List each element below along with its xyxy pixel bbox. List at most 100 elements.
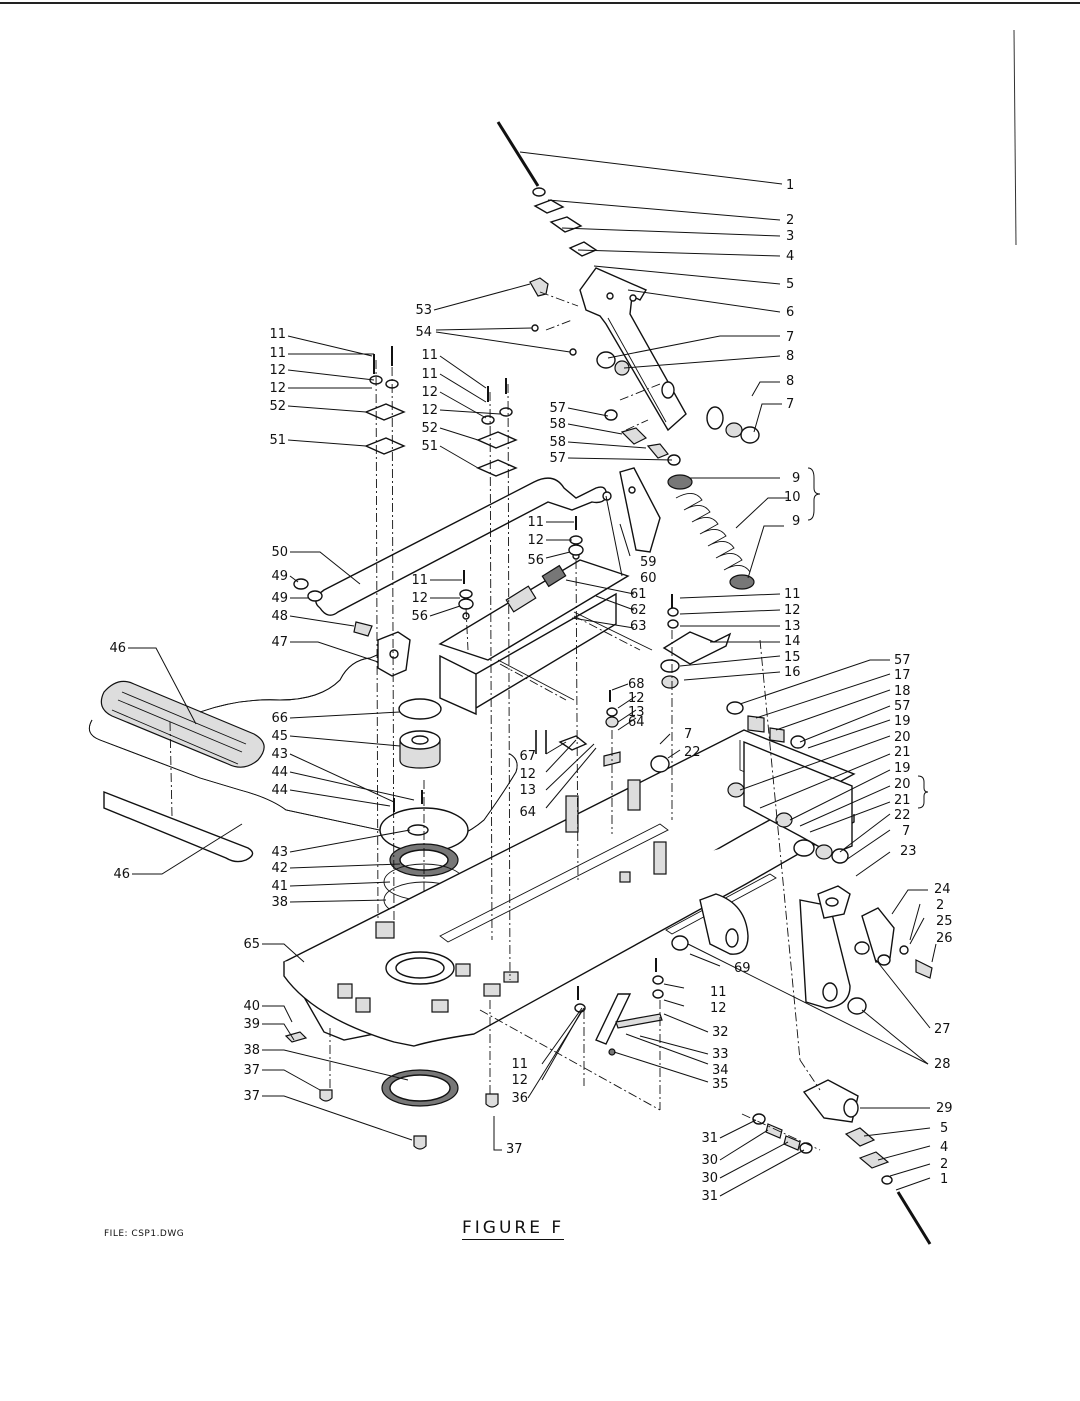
- part-callout-label: 18: [894, 684, 911, 699]
- washer-part: [532, 187, 546, 197]
- file-name-note: FILE: CSP1.DWG: [104, 1229, 185, 1239]
- part-callout-label: 32: [712, 1025, 729, 1040]
- callouts-left: 5354111112125251111112125251575858571112…: [109, 303, 566, 1104]
- clip-ring-part: [398, 698, 442, 720]
- part-callout-label: 52: [269, 399, 286, 414]
- part-callout-label: 12: [269, 363, 286, 378]
- part-callout-label: 57: [549, 451, 566, 466]
- bracket-part: [568, 241, 598, 257]
- part-callout-label: 12: [411, 591, 428, 606]
- part-callout-label: 51: [421, 439, 438, 454]
- part-callout-label: 14: [784, 634, 801, 649]
- part-callout-label: 3: [786, 229, 794, 244]
- part-callout-label: 25: [936, 914, 953, 929]
- guide-part: [103, 790, 254, 863]
- figure-title: FIGURE F: [462, 1218, 565, 1240]
- part-callout-label: 1: [786, 178, 794, 193]
- part-callout-label: 47: [271, 635, 288, 650]
- part-callout-label: 49: [271, 591, 288, 606]
- part-callout-label: 52: [421, 421, 438, 436]
- brace-mark: [917, 775, 929, 809]
- part-callout-label: 16: [784, 665, 801, 680]
- right-edge-mark: [1013, 29, 1017, 246]
- part-callout-label: 37: [243, 1089, 260, 1104]
- brace-mark: [807, 467, 821, 521]
- part-callout-label: 22: [894, 808, 911, 823]
- part-callout-label: 10: [784, 490, 801, 505]
- part-callout-label: 31: [701, 1189, 718, 1204]
- part-callout-label: 9: [792, 514, 800, 529]
- part-callout-label: 46: [113, 867, 130, 882]
- part-callout-label: 30: [701, 1153, 718, 1168]
- part-callout-label: 64: [519, 805, 536, 820]
- part-callout-label: 35: [712, 1077, 729, 1092]
- part-callout-label: 60: [640, 571, 657, 586]
- switch-plate-part: [438, 559, 630, 661]
- block-part: [549, 216, 583, 233]
- part-callout-label: 20: [894, 777, 911, 792]
- part-callout-label: 46: [109, 641, 126, 656]
- part-callout-label: 19: [894, 714, 911, 729]
- callouts-middle: 5960616263681213647226712136469111232333…: [506, 555, 751, 1204]
- part-callout-label: 40: [243, 999, 260, 1014]
- part-callout-label: 53: [415, 303, 432, 318]
- part-callout-label: 33: [712, 1047, 729, 1062]
- part-callout-label: 27: [934, 1022, 951, 1037]
- part-callout-label: 11: [527, 515, 544, 530]
- part-callout-label: 1: [940, 1172, 948, 1187]
- part-callout-label: 2: [936, 898, 944, 913]
- part-callout-label: 50: [271, 545, 288, 560]
- part-callout-label: 8: [786, 374, 794, 389]
- part-callout-label: 13: [519, 783, 536, 798]
- part-callout-label: 31: [701, 1131, 718, 1146]
- part-callout-label: 12: [710, 1001, 727, 1016]
- part-callout-label: 44: [271, 765, 288, 780]
- part-callout-label: 44: [271, 783, 288, 798]
- pin-part: [896, 1191, 932, 1245]
- linkage-assembly: [496, 121, 760, 590]
- part-callout-label: 54: [415, 325, 432, 340]
- part-callout-label: 23: [900, 844, 917, 859]
- part-callout-label: 11: [421, 348, 438, 363]
- part-callout-label: 6: [786, 305, 794, 320]
- part-callout-label: 7: [684, 727, 692, 742]
- part-callout-label: 64: [628, 715, 645, 730]
- part-callout-label: 12: [784, 603, 801, 618]
- part-callout-label: 57: [894, 653, 911, 668]
- part-callout-label: 12: [527, 533, 544, 548]
- switch-box-assembly: [438, 552, 653, 716]
- callouts-right: 1234567887910911121314151657171857192021…: [784, 178, 953, 1187]
- part-callout-label: 4: [786, 249, 794, 264]
- part-callout-label: 59: [640, 555, 657, 570]
- part-callout-label: 57: [894, 699, 911, 714]
- part-callout-label: 56: [527, 553, 544, 568]
- part-callout-label: 7: [786, 330, 794, 345]
- part-callout-label: 11: [411, 573, 428, 588]
- pin-part: [496, 121, 540, 187]
- bolt-part: [529, 277, 549, 297]
- clamp-plate-part: [364, 403, 406, 421]
- latch-plate-part: [861, 907, 895, 963]
- part-callout-label: 5: [786, 277, 794, 292]
- part-callout-label: 12: [511, 1073, 528, 1088]
- part-callout-label: 43: [271, 747, 288, 762]
- part-callout-label: 67: [519, 749, 536, 764]
- part-callout-label: 61: [630, 587, 647, 602]
- pedal-pad-part: [100, 680, 265, 768]
- switch-housing-part: [439, 592, 617, 716]
- base-plate: [283, 631, 933, 1245]
- part-callout-label: 15: [784, 650, 801, 665]
- part-callout-label: 65: [243, 937, 260, 952]
- alignment-lines: [329, 349, 821, 1151]
- hardware-set: [364, 346, 679, 1013]
- part-callout-label: 7: [902, 824, 910, 839]
- part-callout-label: 12: [519, 767, 536, 782]
- part-callout-label: 66: [271, 711, 288, 726]
- part-callout-label: 12: [421, 385, 438, 400]
- part-callout-label: 7: [786, 397, 794, 412]
- part-callout-label: 68: [628, 677, 645, 692]
- part-callout-label: 58: [549, 435, 566, 450]
- part-callout-label: 11: [421, 367, 438, 382]
- part-callout-label: 57: [549, 401, 566, 416]
